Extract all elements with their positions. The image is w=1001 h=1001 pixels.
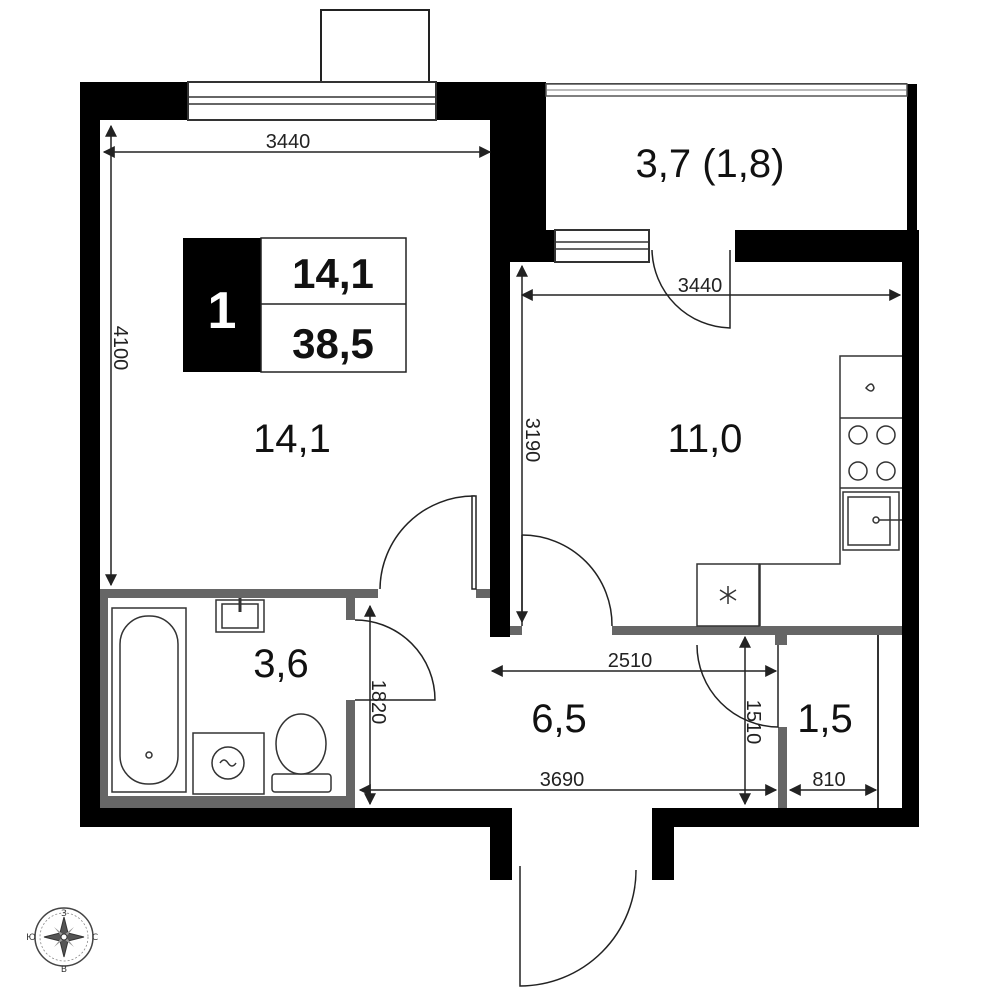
rooms-count: 1 [208,282,237,340]
bedroom-window [187,81,437,121]
interior-partitions [100,589,902,808]
balcony-door [651,249,731,329]
living-area: 14,1 [292,250,374,297]
room-label-kitchen: 11,0 [668,417,743,461]
stove-icon [848,425,896,481]
bath-sink-icon [215,598,265,633]
dimension-lines [102,124,902,806]
compass-west: Ю [26,933,36,943]
room-label-hall: 6,5 [531,697,587,741]
dim-hall-lower: 3690 [540,769,585,791]
dim-closet-width: 810 [812,769,845,791]
exterior-walls [80,82,919,880]
dim-kitchen-depth: 3190 [521,418,543,463]
total-area: 38,5 [292,320,374,367]
room-label-closet: 1,5 [797,697,853,741]
dim-kitchen-width: 3440 [678,275,723,297]
kitchen-sink-icon [842,491,902,551]
compass-east: С [92,933,98,943]
oven-icon [865,383,875,392]
balcony-outline [545,83,908,97]
kitchen-counter [759,355,902,626]
dim-closet-depth: 1510 [742,700,764,745]
kitchen-window [554,229,650,263]
room-label-balcony: 3,7 (1,8) [636,142,785,186]
washing-machine-icon [192,732,265,795]
compass-north: З [61,909,67,919]
room-label-bathroom: 3,6 [253,642,309,686]
compass-south: В [61,965,67,975]
fridge-icon [696,563,760,627]
dim-bedroom-width: 3440 [266,131,311,153]
compass-rose-icon: З Ю С В [26,907,98,975]
dim-bath-depth: 1820 [367,680,389,725]
dim-bedroom-depth: 4100 [109,326,131,371]
vent-box [320,9,430,83]
apartment-summary-badge: 1 14,1 38,5 [183,237,407,373]
toilet-icon [271,713,332,793]
dim-hall-upper: 2510 [608,650,653,672]
bathtub-icon [111,607,187,793]
room-label-bedroom: 14,1 [253,417,331,461]
